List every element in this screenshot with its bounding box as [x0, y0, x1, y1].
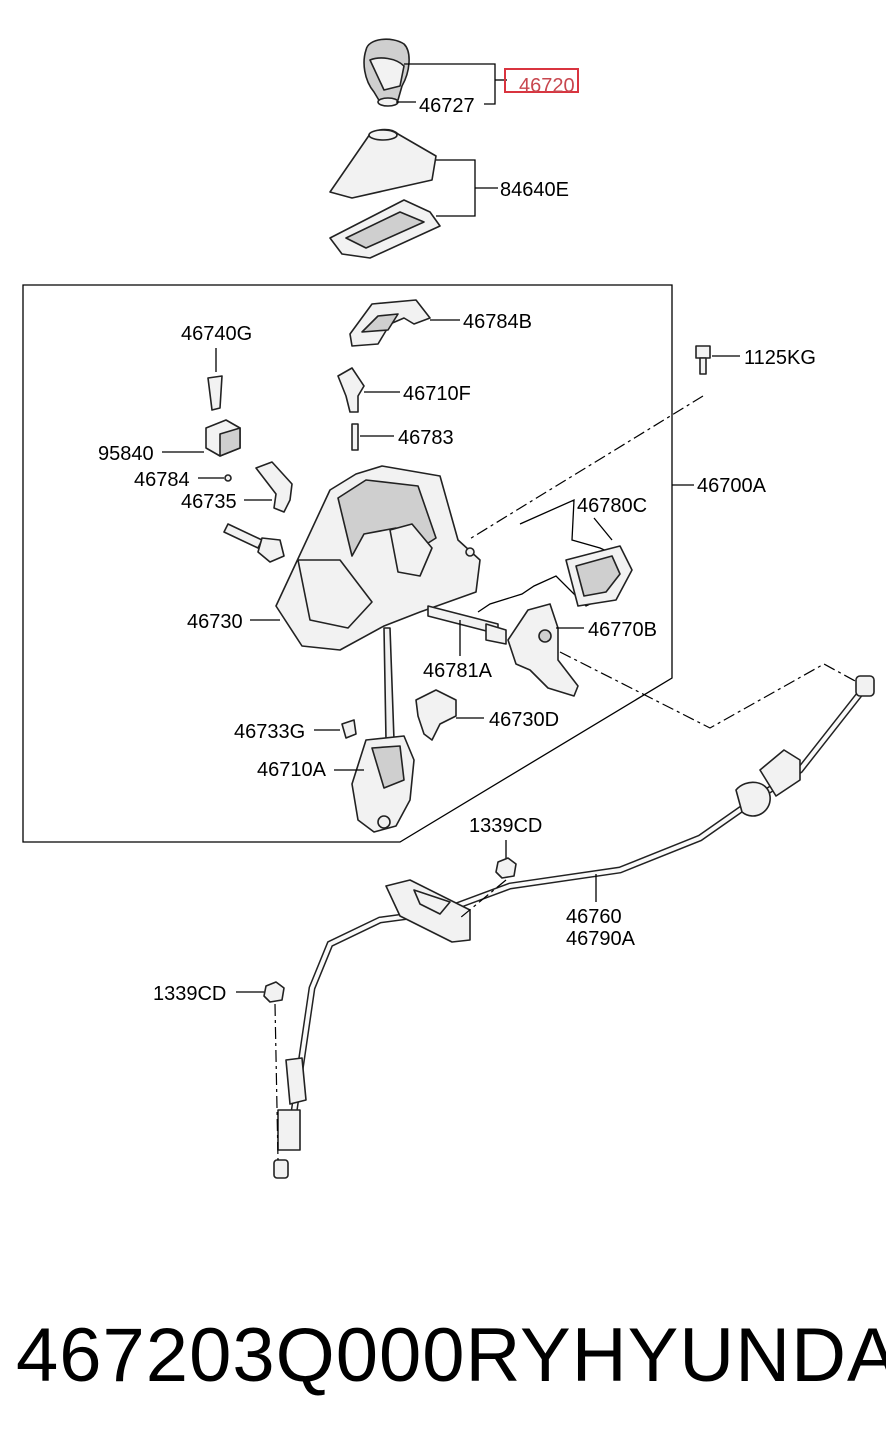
- control-module-illustration: [565, 545, 633, 607]
- nut-left-illustration: [263, 981, 285, 1003]
- label-46735[interactable]: 46735: [181, 491, 237, 513]
- label-46733G[interactable]: 46733G: [234, 721, 305, 743]
- label-46710A[interactable]: 46710A: [257, 759, 327, 781]
- label-46780C[interactable]: 46780C: [577, 495, 647, 517]
- nut-top-illustration: [495, 857, 517, 879]
- label-46710F[interactable]: 46710F: [403, 383, 471, 405]
- shift-cable-illustration: [273, 675, 875, 1179]
- label-1125KG[interactable]: 1125KG: [744, 347, 816, 369]
- label-84640E[interactable]: 84640E: [500, 179, 569, 201]
- part-number: 467203Q000RY: [16, 1312, 572, 1398]
- knob-bracket-illustration: [415, 689, 457, 741]
- leader-cable-end: [559, 651, 869, 729]
- brand-name: HYUNDAI: [571, 1312, 886, 1398]
- shift-knob-illustration: [363, 38, 410, 107]
- switch-illustration: [205, 419, 241, 457]
- shift-lever-illustration: [351, 627, 415, 833]
- shift-boot-illustration: [329, 128, 441, 259]
- label-46727[interactable]: 46727: [419, 95, 475, 117]
- label-46720[interactable]: 46720: [519, 75, 575, 97]
- label-46783[interactable]: 46783: [398, 427, 454, 449]
- spring-illustration: [351, 423, 359, 451]
- label-46740G[interactable]: 46740G: [181, 323, 252, 345]
- part-caption: 467203Q000RY HYUNDAI: [16, 1300, 886, 1410]
- clip-illustration: [341, 719, 357, 739]
- lever-illustration: [507, 603, 579, 697]
- parts-diagram: 46720 46727 84640E 46700A 46784B 46740G …: [22, 38, 875, 1179]
- label-1339CD-left[interactable]: 1339CD: [153, 983, 226, 1005]
- pin-rod-illustration: [427, 605, 507, 645]
- label-46790A[interactable]: 46790A: [566, 928, 636, 950]
- label-46784[interactable]: 46784: [134, 469, 190, 491]
- label-46760[interactable]: 46760: [566, 906, 622, 928]
- label-46700A[interactable]: 46700A: [697, 475, 767, 497]
- highlight-box: [504, 68, 579, 93]
- label-46730[interactable]: 46730: [187, 611, 243, 633]
- label-95840[interactable]: 95840: [98, 443, 154, 465]
- shifter-housing-illustration: [275, 465, 481, 651]
- label-46770B[interactable]: 46770B: [588, 619, 657, 641]
- indicator-cover-illustration: [349, 299, 431, 347]
- detent-spring-illustration: [337, 367, 365, 413]
- solenoid-illustration: [223, 523, 285, 563]
- assembly-frame: [22, 284, 673, 843]
- bolt-illustration: [695, 345, 711, 375]
- label-1339CD-top[interactable]: 1339CD: [469, 815, 542, 837]
- label-46781A[interactable]: 46781A: [423, 660, 493, 682]
- label-46784B[interactable]: 46784B: [463, 311, 532, 333]
- bracket-illustration: [255, 461, 293, 513]
- pin-illustration: [207, 375, 223, 411]
- leader-1125KG: [467, 395, 704, 541]
- label-46730D[interactable]: 46730D: [489, 709, 559, 731]
